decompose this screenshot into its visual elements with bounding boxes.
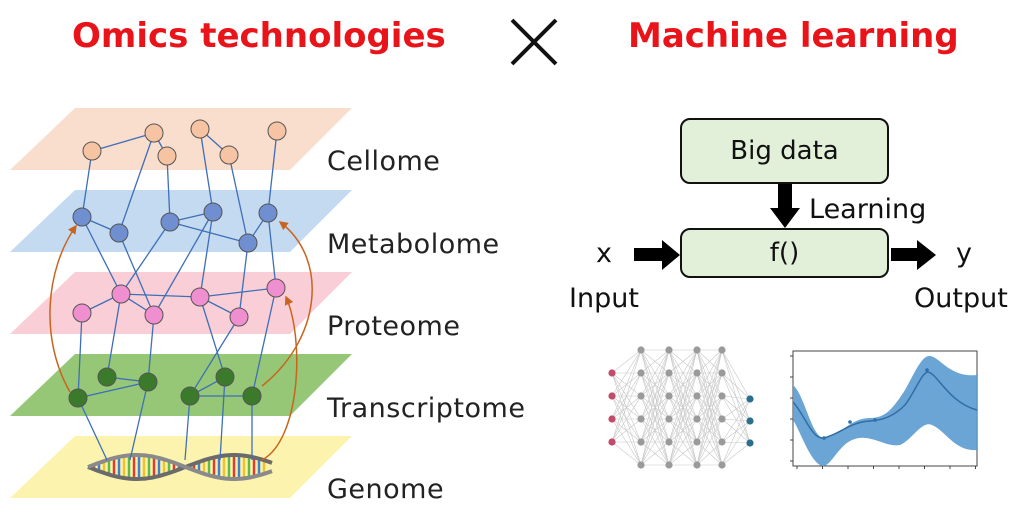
node-metabolome	[72, 207, 92, 227]
node-proteome	[72, 303, 92, 323]
node-transcriptome	[68, 388, 88, 408]
node-transcriptome	[138, 372, 158, 392]
node-proteome	[190, 287, 210, 307]
function-label: f()	[769, 238, 800, 268]
big-data-box: Big data	[680, 118, 889, 184]
layer-label-proteome: Proteome	[327, 311, 461, 342]
layer-label-cellome: Cellome	[327, 146, 441, 177]
big-data-label: Big data	[730, 136, 839, 166]
node-cellome	[219, 145, 239, 165]
node-proteome	[144, 305, 164, 325]
node-transcriptome	[180, 386, 200, 406]
learning-label: Learning	[809, 194, 927, 225]
plane-proteome	[10, 272, 352, 334]
node-metabolome	[109, 223, 129, 243]
output-label: Output	[914, 283, 1008, 314]
node-cellome	[190, 119, 210, 139]
node-cellome	[144, 123, 164, 143]
plane-transcriptome	[10, 354, 352, 416]
node-cellome	[267, 121, 287, 141]
y-label: y	[956, 238, 972, 269]
node-metabolome	[238, 233, 258, 253]
node-cellome	[82, 141, 102, 161]
layer-label-genome: Genome	[327, 474, 445, 505]
node-cellome	[157, 146, 177, 166]
node-proteome	[266, 278, 286, 298]
node-transcriptome	[215, 367, 235, 387]
input-label: Input	[569, 283, 639, 314]
node-metabolome	[160, 212, 180, 232]
x-label: x	[596, 238, 612, 269]
node-metabolome	[258, 203, 278, 223]
node-proteome	[111, 284, 131, 304]
node-proteome	[229, 307, 249, 327]
node-metabolome	[203, 202, 223, 222]
ml-title: Machine learning	[628, 16, 959, 56]
function-box: f()	[680, 228, 889, 278]
node-transcriptome	[242, 386, 262, 406]
layer-label-metabolome: Metabolome	[327, 229, 500, 260]
dna-helix-icon	[87, 453, 273, 481]
node-transcriptome	[97, 367, 117, 387]
layer-label-transcriptome: Transcriptome	[327, 393, 526, 424]
omics-title: Omics technologies	[72, 16, 446, 56]
